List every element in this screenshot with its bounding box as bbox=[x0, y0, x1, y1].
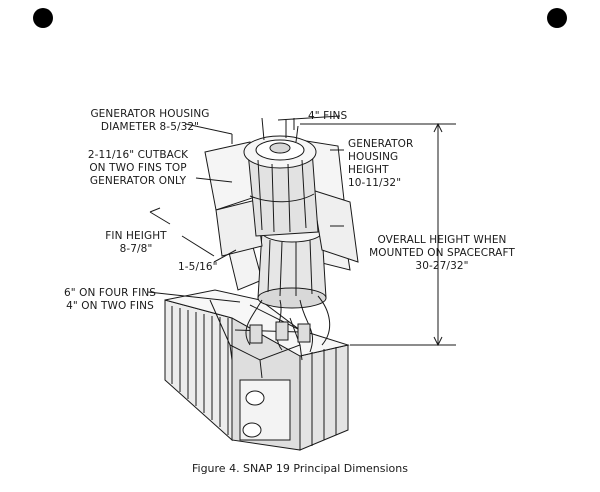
dimension-lines bbox=[147, 115, 456, 347]
base-platform bbox=[164, 289, 350, 451]
label-offset: 1-5/16" bbox=[178, 261, 218, 273]
label-fin-lengths-line1: 6" ON FOUR FINS bbox=[63, 287, 157, 299]
label-overall-height-line3: 30-27/32" bbox=[415, 260, 469, 272]
label-fin-height-line1: FIN HEIGHT bbox=[105, 230, 167, 242]
label-fin-height-line2: 8-7/8" bbox=[119, 243, 153, 255]
label-housing-height: GENERATOR HOUSING HEIGHT 10-11/32" bbox=[348, 138, 413, 190]
label-fin-lengths: 6" ON FOUR FINS 4" ON TWO FINS bbox=[52, 287, 168, 313]
label-housing-height-line2: HOUSING bbox=[348, 151, 399, 163]
upper-generator bbox=[204, 117, 359, 263]
binder-hole-right bbox=[547, 8, 567, 28]
label-4in-fins: 4" FINS bbox=[308, 110, 348, 122]
label-overall-height-line1: OVERALL HEIGHT WHEN bbox=[377, 234, 507, 246]
label-housing-diameter-line1: GENERATOR HOUSING bbox=[90, 108, 210, 120]
label-cutback: 2-11/16" CUTBACK ON TWO FINS TOP GENERAT… bbox=[76, 149, 200, 188]
label-cutback-line1: 2-11/16" CUTBACK bbox=[87, 149, 189, 161]
binder-hole-left bbox=[33, 8, 53, 28]
label-housing-height-line3: HEIGHT bbox=[348, 164, 389, 176]
label-cutback-line2: ON TWO FINS TOP bbox=[89, 162, 187, 174]
label-overall-height-line2: MOUNTED ON SPACECRAFT bbox=[369, 247, 515, 259]
label-housing-diameter: GENERATOR HOUSING DIAMETER 8-5/32" bbox=[90, 108, 210, 134]
label-fin-height: FIN HEIGHT 8-7/8" bbox=[96, 230, 176, 256]
label-overall-height: OVERALL HEIGHT WHEN MOUNTED ON SPACECRAF… bbox=[368, 234, 516, 273]
label-housing-height-line1: GENERATOR bbox=[348, 138, 414, 150]
figure-caption: Figure 4. SNAP 19 Principal Dimensions bbox=[191, 462, 408, 475]
label-fin-lengths-line2: 4" ON TWO FINS bbox=[66, 300, 154, 312]
label-cutback-line3: GENERATOR ONLY bbox=[89, 175, 187, 187]
label-housing-diameter-line2: DIAMETER 8-5/32" bbox=[100, 121, 200, 133]
label-housing-height-line4: 10-11/32" bbox=[348, 177, 402, 189]
